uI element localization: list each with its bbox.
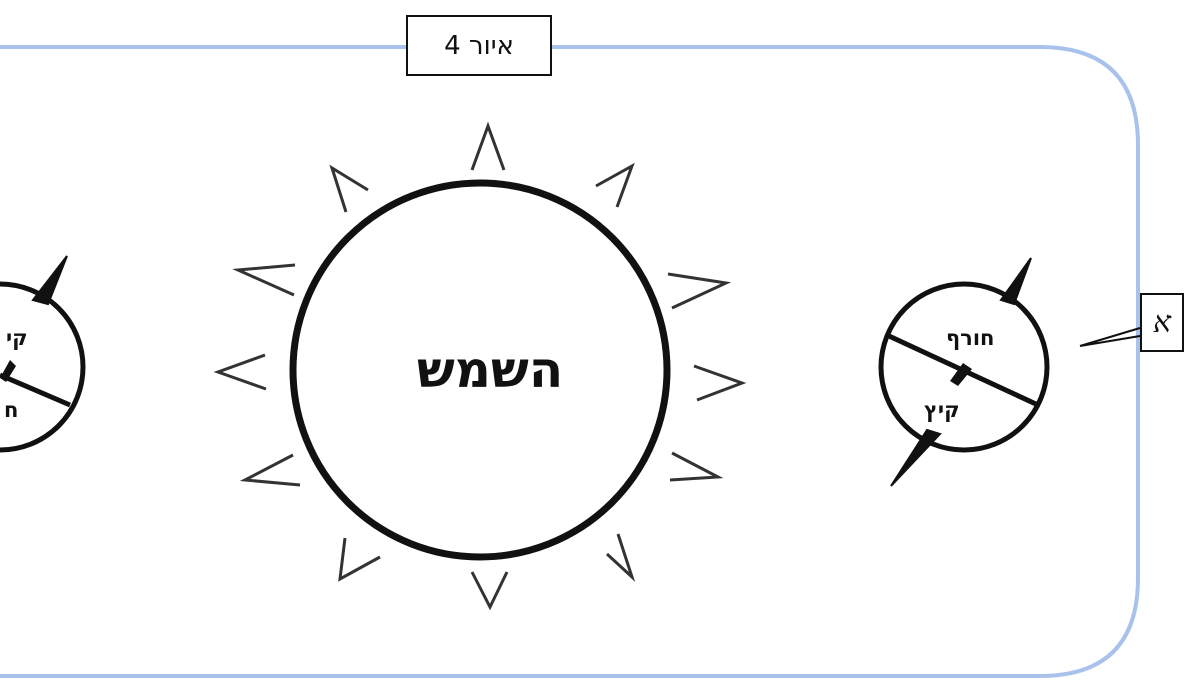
earth-right-axis-bottom <box>891 430 940 486</box>
sun-ray-bottom <box>472 572 507 607</box>
earth-right-axis-top <box>1001 258 1031 304</box>
left-summer-label: קי <box>6 328 28 349</box>
figure-label: איור 4 <box>406 15 552 76</box>
sun-ray-right-upper <box>668 274 726 308</box>
left-winter-label: ח <box>4 400 18 421</box>
sun-ray-top <box>472 126 504 170</box>
summer-label: קיץ <box>924 400 960 421</box>
earth-right <box>881 258 1047 486</box>
sun-ray-right-lower <box>670 453 718 480</box>
winter-label: חורף <box>946 328 994 349</box>
sun-ray-top-left <box>332 168 368 212</box>
sun-ray-left-lower <box>245 455 300 485</box>
sun-ray-bottom-left <box>340 538 380 579</box>
sun-ray-left <box>218 355 266 389</box>
sun-ray-right <box>694 366 742 400</box>
earth-left-axis-top <box>33 256 67 304</box>
callout-letter-box: א <box>1140 293 1184 352</box>
sun-ray-left-upper <box>238 265 295 295</box>
sun-ray-top-right <box>596 166 632 207</box>
sun-ray-bottom-right <box>607 534 632 577</box>
sun-label: השמש <box>350 335 630 405</box>
callout-pointer <box>1080 328 1140 346</box>
